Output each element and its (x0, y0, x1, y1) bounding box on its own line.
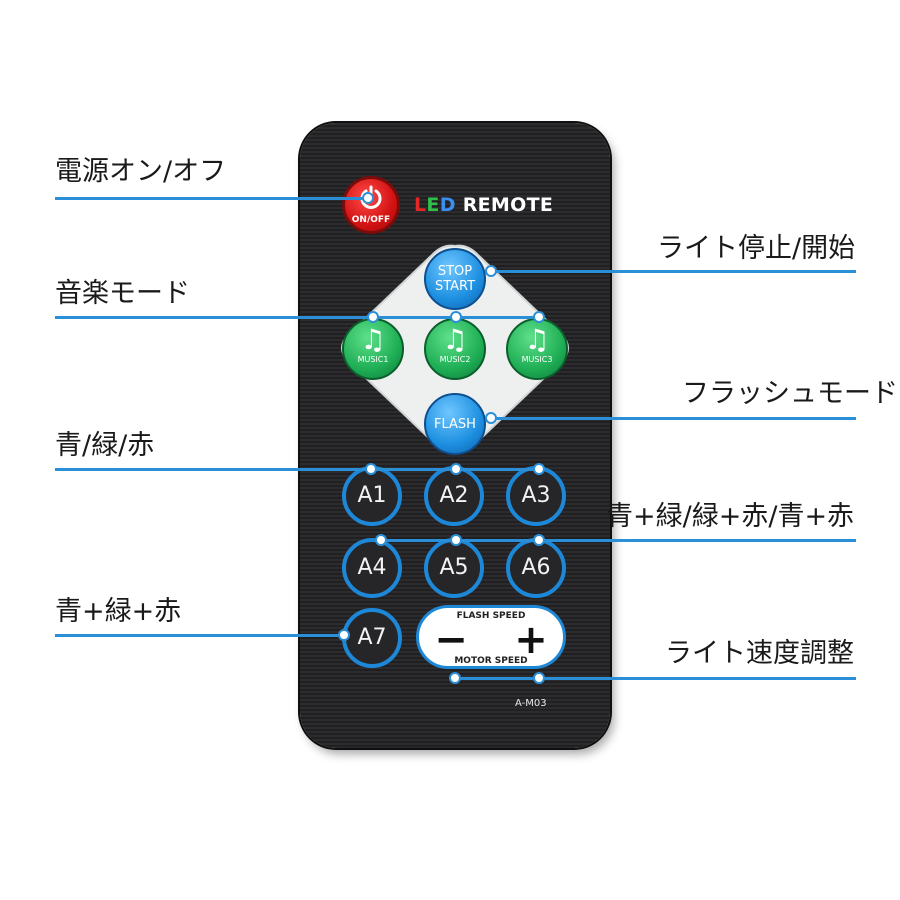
music1-label: MUSIC1 (357, 355, 389, 364)
label-flash-mode: フラッシュモード (682, 378, 898, 409)
a1-button[interactable]: A1 (342, 466, 402, 526)
leader-dot-music1 (367, 311, 379, 323)
power-button[interactable]: ON/OFF (342, 176, 400, 234)
leader-line-power (55, 197, 365, 200)
label-stop-start: ライト停止/開始 (657, 233, 856, 264)
leader-dot-speed-minus (449, 672, 461, 684)
label-power: 電源オン/オフ (55, 156, 227, 187)
speed-control: FLASH SPEED − + MOTOR SPEED (416, 605, 566, 669)
stop-start-button[interactable]: STOP START (424, 248, 486, 310)
label-music-mode: 音楽モード (55, 278, 190, 309)
leader-dot-a6 (533, 534, 545, 546)
leader-line-flash (490, 417, 856, 420)
music-note-icon: ♫ (360, 323, 386, 356)
music1-button[interactable]: ♫ MUSIC1 (342, 318, 404, 380)
a7-button[interactable]: A7 (342, 608, 402, 668)
flash-label: FLASH (434, 417, 476, 432)
leader-line-color-single (55, 468, 541, 471)
label-color-single: 青/緑/赤 (55, 430, 155, 461)
music2-label: MUSIC2 (439, 355, 471, 364)
music3-button[interactable]: ♫ MUSIC3 (506, 318, 568, 380)
a5-button[interactable]: A5 (424, 538, 484, 598)
leader-dot-stop-start (485, 265, 497, 277)
leader-line-color-all (55, 634, 345, 637)
flash-button[interactable]: FLASH (424, 393, 486, 455)
leader-line-music (55, 316, 541, 319)
leader-dot-a7 (338, 629, 350, 641)
label-color-pair: 青+緑/緑+赤/青+赤 (606, 501, 855, 532)
model-number: A-M03 (515, 698, 547, 709)
stop-label: STOP (437, 264, 473, 279)
start-label: START (434, 279, 476, 294)
motor-speed-label: MOTOR SPEED (454, 656, 528, 666)
leader-line-color-pair (380, 539, 856, 542)
a4-button[interactable]: A4 (342, 538, 402, 598)
leader-dot-flash (485, 412, 497, 424)
brand-logo: LED REMOTE (414, 194, 554, 216)
power-button-label: ON/OFF (351, 215, 391, 225)
leader-dot-power (362, 192, 374, 204)
leader-line-speed (455, 677, 856, 680)
label-speed-adjust: ライト速度調整 (665, 638, 854, 669)
speed-plus-button[interactable]: + (511, 620, 551, 662)
leader-dot-speed-plus (533, 672, 545, 684)
leader-dot-a5 (450, 534, 462, 546)
music2-button[interactable]: ♫ MUSIC2 (424, 318, 486, 380)
leader-dot-a1 (365, 463, 377, 475)
leader-line-stop-start (490, 270, 856, 273)
a6-button[interactable]: A6 (506, 538, 566, 598)
music-note-icon: ♫ (442, 323, 468, 356)
leader-dot-music3 (533, 311, 545, 323)
flash-speed-label: FLASH SPEED (456, 611, 526, 621)
label-color-all: 青+緑+赤 (55, 596, 182, 627)
a3-button[interactable]: A3 (506, 466, 566, 526)
speed-minus-button[interactable]: − (431, 620, 471, 662)
leader-dot-music2 (450, 311, 462, 323)
leader-dot-a3 (533, 463, 545, 475)
a2-button[interactable]: A2 (424, 466, 484, 526)
music-note-icon: ♫ (524, 323, 550, 356)
leader-dot-a4 (375, 534, 387, 546)
leader-dot-a2 (450, 463, 462, 475)
music3-label: MUSIC3 (521, 355, 553, 364)
